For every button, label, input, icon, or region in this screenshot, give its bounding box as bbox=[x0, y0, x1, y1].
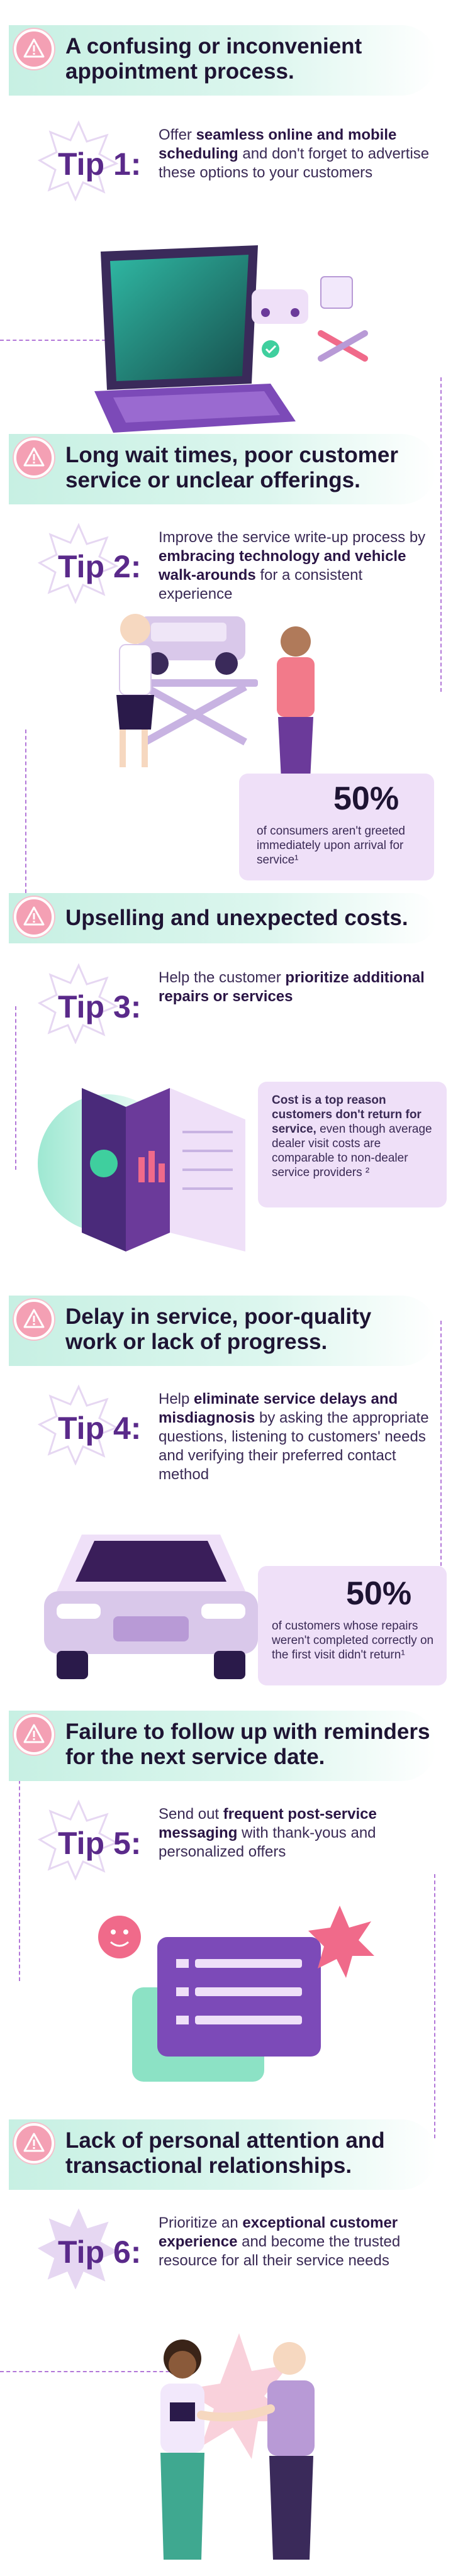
problem-banner: Upselling and unexpected costs. bbox=[9, 893, 437, 943]
problem-banner: Delay in service, poor-quality work or l… bbox=[9, 1296, 437, 1366]
warning-icon bbox=[14, 2123, 54, 2163]
dashed-path bbox=[15, 1006, 16, 1170]
warning-icon bbox=[14, 438, 54, 478]
problem-banner: Long wait times, poor customer service o… bbox=[9, 434, 437, 504]
stat-value: 50% bbox=[346, 1575, 412, 1612]
stat-value: 50% bbox=[333, 780, 399, 817]
warning-icon bbox=[14, 29, 54, 69]
tip-label: Tip 6: bbox=[58, 2235, 142, 2270]
tip-label: Tip 1: bbox=[58, 147, 142, 182]
dashed-path bbox=[440, 377, 442, 692]
callout-card: Cost is a top reason customers don't ret… bbox=[258, 1082, 447, 1208]
tip-text: Help the customer prioritize additional … bbox=[159, 969, 425, 1005]
tip-text: Help eliminate service delays and misdia… bbox=[159, 1391, 429, 1483]
problem-banner: Lack of personal attention and transacti… bbox=[9, 2119, 437, 2190]
tip-1: Tip 1: Offer seamless online and mobile … bbox=[38, 119, 440, 214]
tip-3: Tip 3: Help the customer prioritize addi… bbox=[38, 962, 440, 1057]
tip-text: Send out frequent post-service messaging… bbox=[159, 1806, 377, 1860]
brochure-illustration bbox=[38, 1088, 245, 1252]
laptop-illustration bbox=[94, 245, 368, 433]
warning-icon bbox=[14, 897, 54, 937]
tip-2: Tip 2: Improve the service write-up proc… bbox=[38, 522, 440, 616]
starburst-icon bbox=[38, 1799, 119, 1880]
starburst-icon bbox=[38, 1384, 119, 1465]
tip-6: Tip 6: Prioritize an exceptional custome… bbox=[38, 2207, 440, 2302]
starburst-icon bbox=[38, 2208, 119, 2289]
tip-label: Tip 4: bbox=[58, 1411, 142, 1446]
tip-text: Prioritize an exceptional customer exper… bbox=[159, 2214, 401, 2269]
stat-card: 50% of customers whose repairs weren't c… bbox=[258, 1566, 447, 1685]
warning-icon bbox=[14, 1299, 54, 1340]
tip-label: Tip 3: bbox=[58, 989, 142, 1024]
problem-title: Upselling and unexpected costs. bbox=[65, 906, 408, 930]
service-illustration bbox=[116, 614, 315, 792]
problem-title: Failure to follow up with reminders for … bbox=[65, 1719, 430, 1769]
warning-icon bbox=[14, 1714, 54, 1755]
tip-text: Improve the service write-up process by … bbox=[159, 529, 426, 602]
tip-4: Tip 4: Help eliminate service delays and… bbox=[38, 1384, 440, 1483]
tip-text: Offer seamless online and mobile schedul… bbox=[159, 126, 430, 181]
dashed-path bbox=[0, 340, 189, 341]
dashed-path bbox=[0, 2371, 189, 2372]
callout-text: Cost is a top reason customers don't ret… bbox=[272, 1094, 432, 1179]
problem-title: Long wait times, poor customer service o… bbox=[65, 443, 398, 492]
problem-banner: A confusing or inconvenient appointment … bbox=[9, 25, 437, 96]
problem-banner: Failure to follow up with reminders for … bbox=[9, 1711, 437, 1781]
problem-title: Delay in service, poor-quality work or l… bbox=[65, 1304, 372, 1354]
handshake-illustration bbox=[160, 2333, 315, 2560]
stat-text: of customers whose repairs weren't compl… bbox=[272, 1619, 434, 1662]
tip-label: Tip 5: bbox=[58, 1826, 142, 1861]
dashed-path bbox=[434, 1874, 435, 2138]
dashed-path bbox=[25, 730, 26, 893]
dashed-path bbox=[19, 1761, 20, 1981]
problem-title: A confusing or inconvenient appointment … bbox=[65, 34, 362, 84]
dashed-path bbox=[440, 1321, 442, 1572]
problem-title: Lack of personal attention and transacti… bbox=[65, 2128, 385, 2178]
tip-5: Tip 5: Send out frequent post-service me… bbox=[38, 1799, 440, 1893]
stat-text: of consumers aren't greeted immediately … bbox=[257, 824, 405, 867]
starburst-icon bbox=[38, 120, 119, 201]
messaging-illustration bbox=[98, 1906, 374, 2082]
starburst-icon bbox=[38, 523, 119, 604]
tip-label: Tip 2: bbox=[58, 549, 142, 584]
stat-card: 50% of consumers aren't greeted immediat… bbox=[239, 774, 434, 880]
car-illustration bbox=[44, 1535, 258, 1679]
starburst-icon bbox=[38, 963, 119, 1044]
